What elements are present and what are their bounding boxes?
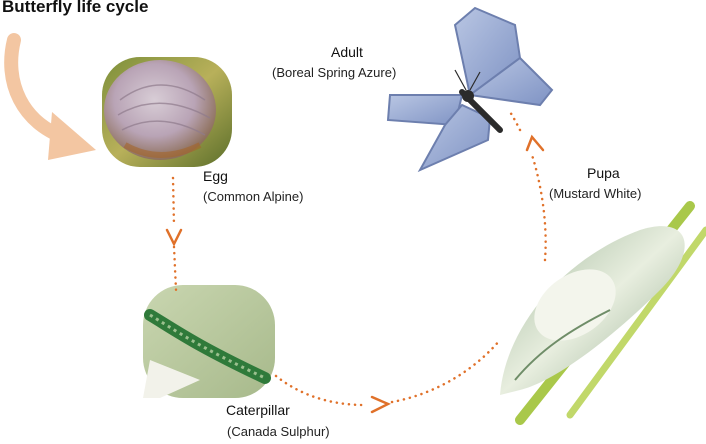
adult-label: Adult xyxy=(331,44,363,60)
diagram-title: Butterfly life cycle xyxy=(2,0,148,17)
arrow-egg-to-caterpillar xyxy=(173,178,174,226)
arrowhead-down xyxy=(167,230,181,244)
arrow-caterpillar-to-pupa xyxy=(276,376,365,405)
adult-species: (Boreal Spring Azure) xyxy=(272,65,396,80)
caterpillar-species: (Canada Sulphur) xyxy=(227,424,330,439)
arrow-pupa-to-adult-segment xyxy=(510,112,520,130)
caterpillar-image xyxy=(143,285,275,398)
intro-arrow xyxy=(11,40,96,160)
pupa-image xyxy=(500,206,706,420)
egg-image xyxy=(102,57,232,167)
arrow-pupa-to-adult xyxy=(532,155,546,260)
caterpillar-label: Caterpillar xyxy=(226,402,290,418)
pupa-label: Pupa xyxy=(587,165,620,181)
arrowhead-up xyxy=(527,137,543,150)
arrow-caterpillar-to-pupa-segment xyxy=(392,340,500,402)
arrow-egg-to-caterpillar-segment xyxy=(174,247,176,290)
egg-label: Egg xyxy=(203,168,228,184)
egg-species: (Common Alpine) xyxy=(203,189,303,204)
pupa-species: (Mustard White) xyxy=(549,186,641,201)
arrowhead-right xyxy=(372,397,388,412)
